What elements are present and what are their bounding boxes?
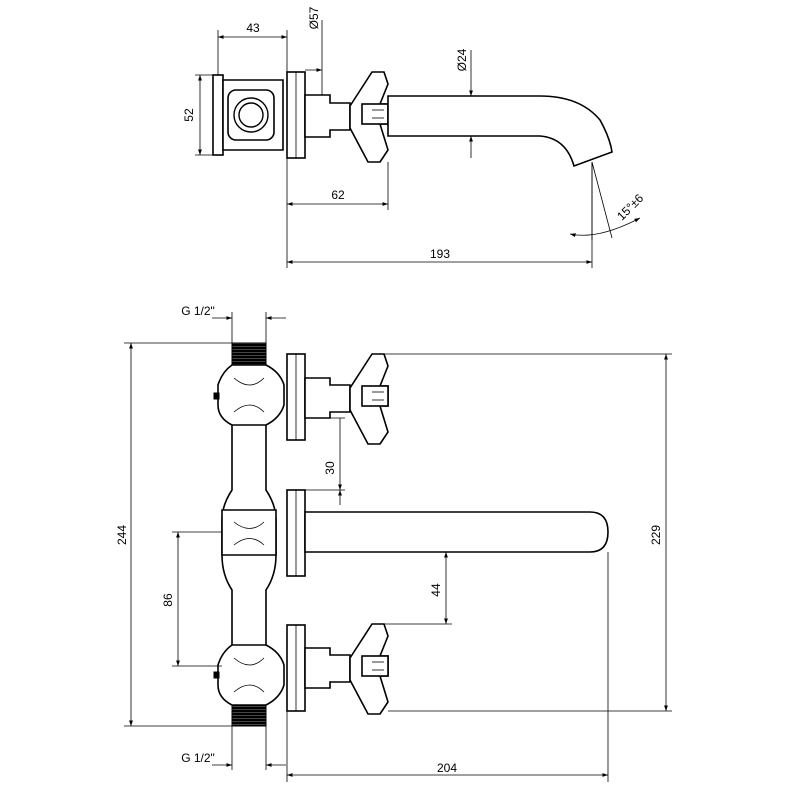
front-spout <box>304 511 609 553</box>
dim-62-label: 62 <box>331 188 345 202</box>
lower-valve-body <box>217 644 285 706</box>
upper-side-plug <box>213 392 220 400</box>
top-hole-inner <box>238 102 264 128</box>
thread-bottom-label: G 1/2" <box>181 751 215 765</box>
thread-top-label: G 1/2" <box>181 304 215 318</box>
top-thread <box>231 342 267 366</box>
bottom-thread <box>231 703 267 727</box>
dim-52-label: 52 <box>182 108 196 122</box>
upper-handle-hub <box>361 385 389 407</box>
dim-44-label: 44 <box>429 583 443 597</box>
top-spout <box>387 95 613 168</box>
dim-57-label: Ø57 <box>307 6 321 29</box>
dim-229-label: 229 <box>649 525 663 545</box>
middle-junction <box>221 509 277 556</box>
upper-valve-body <box>217 364 285 426</box>
dim-86-label: 86 <box>161 593 175 607</box>
angle-label: 15°±6 <box>614 191 646 223</box>
mounting-plate <box>212 74 224 156</box>
lower-stem <box>304 647 351 689</box>
top-handle-hub <box>361 103 389 125</box>
dim-193-label: 193 <box>430 247 450 261</box>
dim-204-label: 204 <box>437 761 457 775</box>
dim-24-label: Ø24 <box>455 48 469 71</box>
top-hole-outer <box>233 97 269 133</box>
lower-handle-hub <box>361 655 389 677</box>
dim-30-label: 30 <box>323 461 337 475</box>
front-view: G 1/2" G 1/2" 244 229 30 86 44 <box>115 304 672 782</box>
top-valve-stem <box>304 94 351 138</box>
dim-43-label: 43 <box>246 21 260 35</box>
top-view: 43 Ø57 Ø24 52 62 193 15°±6 <box>182 6 646 268</box>
lower-side-plug <box>213 671 220 679</box>
upper-stem <box>304 377 351 419</box>
dim-244-label: 244 <box>115 525 129 545</box>
